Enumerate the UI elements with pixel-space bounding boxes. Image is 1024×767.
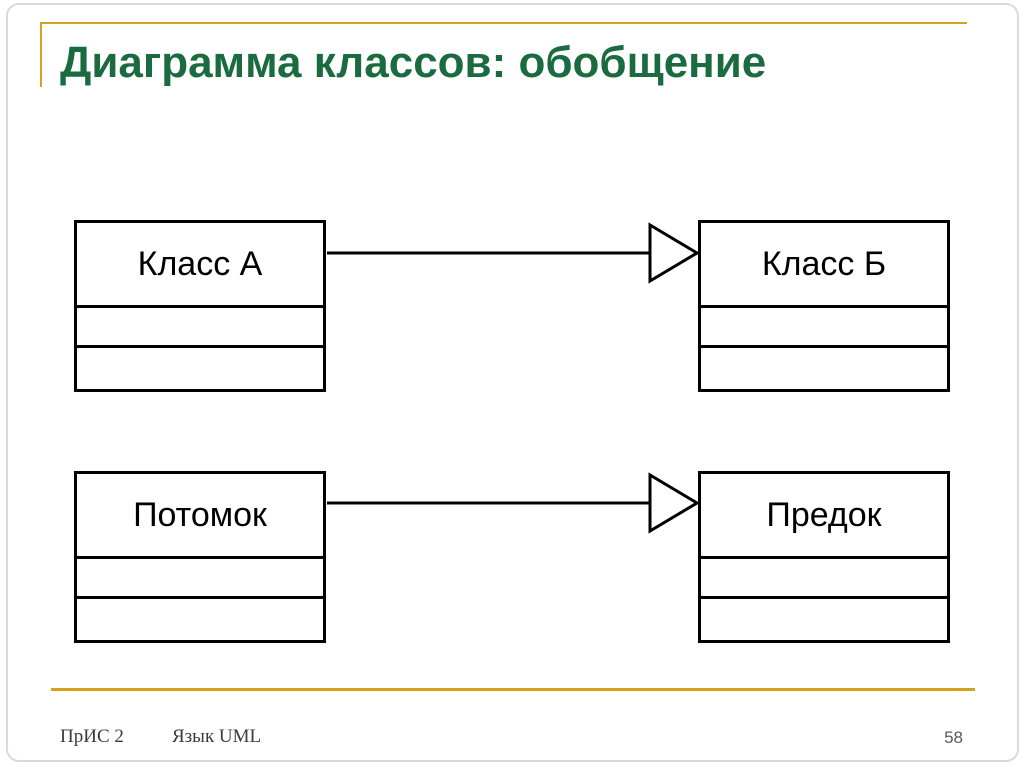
generalization-arrowhead-icon bbox=[648, 472, 700, 534]
title-accent-line-left bbox=[40, 22, 42, 87]
uml-descendant-name: Потомок bbox=[133, 495, 267, 534]
uml-class-a-attributes-compartment bbox=[77, 305, 323, 345]
footer-divider-line bbox=[51, 688, 975, 691]
uml-ancestor-box: Предок bbox=[698, 471, 950, 643]
title-accent-line-top bbox=[40, 22, 967, 24]
uml-descendant-box: Потомок bbox=[74, 471, 326, 643]
generalization-arrowhead-icon bbox=[648, 222, 700, 284]
uml-class-a-operations-compartment bbox=[77, 345, 323, 389]
uml-class-a-box: Класс А bbox=[74, 220, 326, 392]
footer-course-label: ПрИС 2 bbox=[60, 726, 124, 747]
uml-ancestor-name: Предок bbox=[766, 495, 882, 534]
uml-class-a-name: Класс А bbox=[137, 244, 263, 283]
uml-class-b-name: Класс Б bbox=[761, 244, 887, 283]
uml-class-b-attributes-compartment bbox=[701, 305, 947, 345]
uml-ancestor-operations-compartment bbox=[701, 596, 947, 640]
page-number: 58 bbox=[944, 728, 963, 747]
uml-ancestor-attributes-compartment bbox=[701, 556, 947, 596]
uml-class-b-operations-compartment bbox=[701, 345, 947, 389]
page-title: Диаграмма классов: обобщение bbox=[60, 38, 767, 87]
uml-class-b-box: Класс Б bbox=[698, 220, 950, 392]
uml-descendant-attributes-compartment bbox=[77, 556, 323, 596]
uml-descendant-operations-compartment bbox=[77, 596, 323, 640]
generalization-connector-top bbox=[327, 222, 700, 284]
generalization-connector-bottom bbox=[327, 472, 700, 534]
footer-subject-label: Язык UML bbox=[172, 726, 262, 747]
